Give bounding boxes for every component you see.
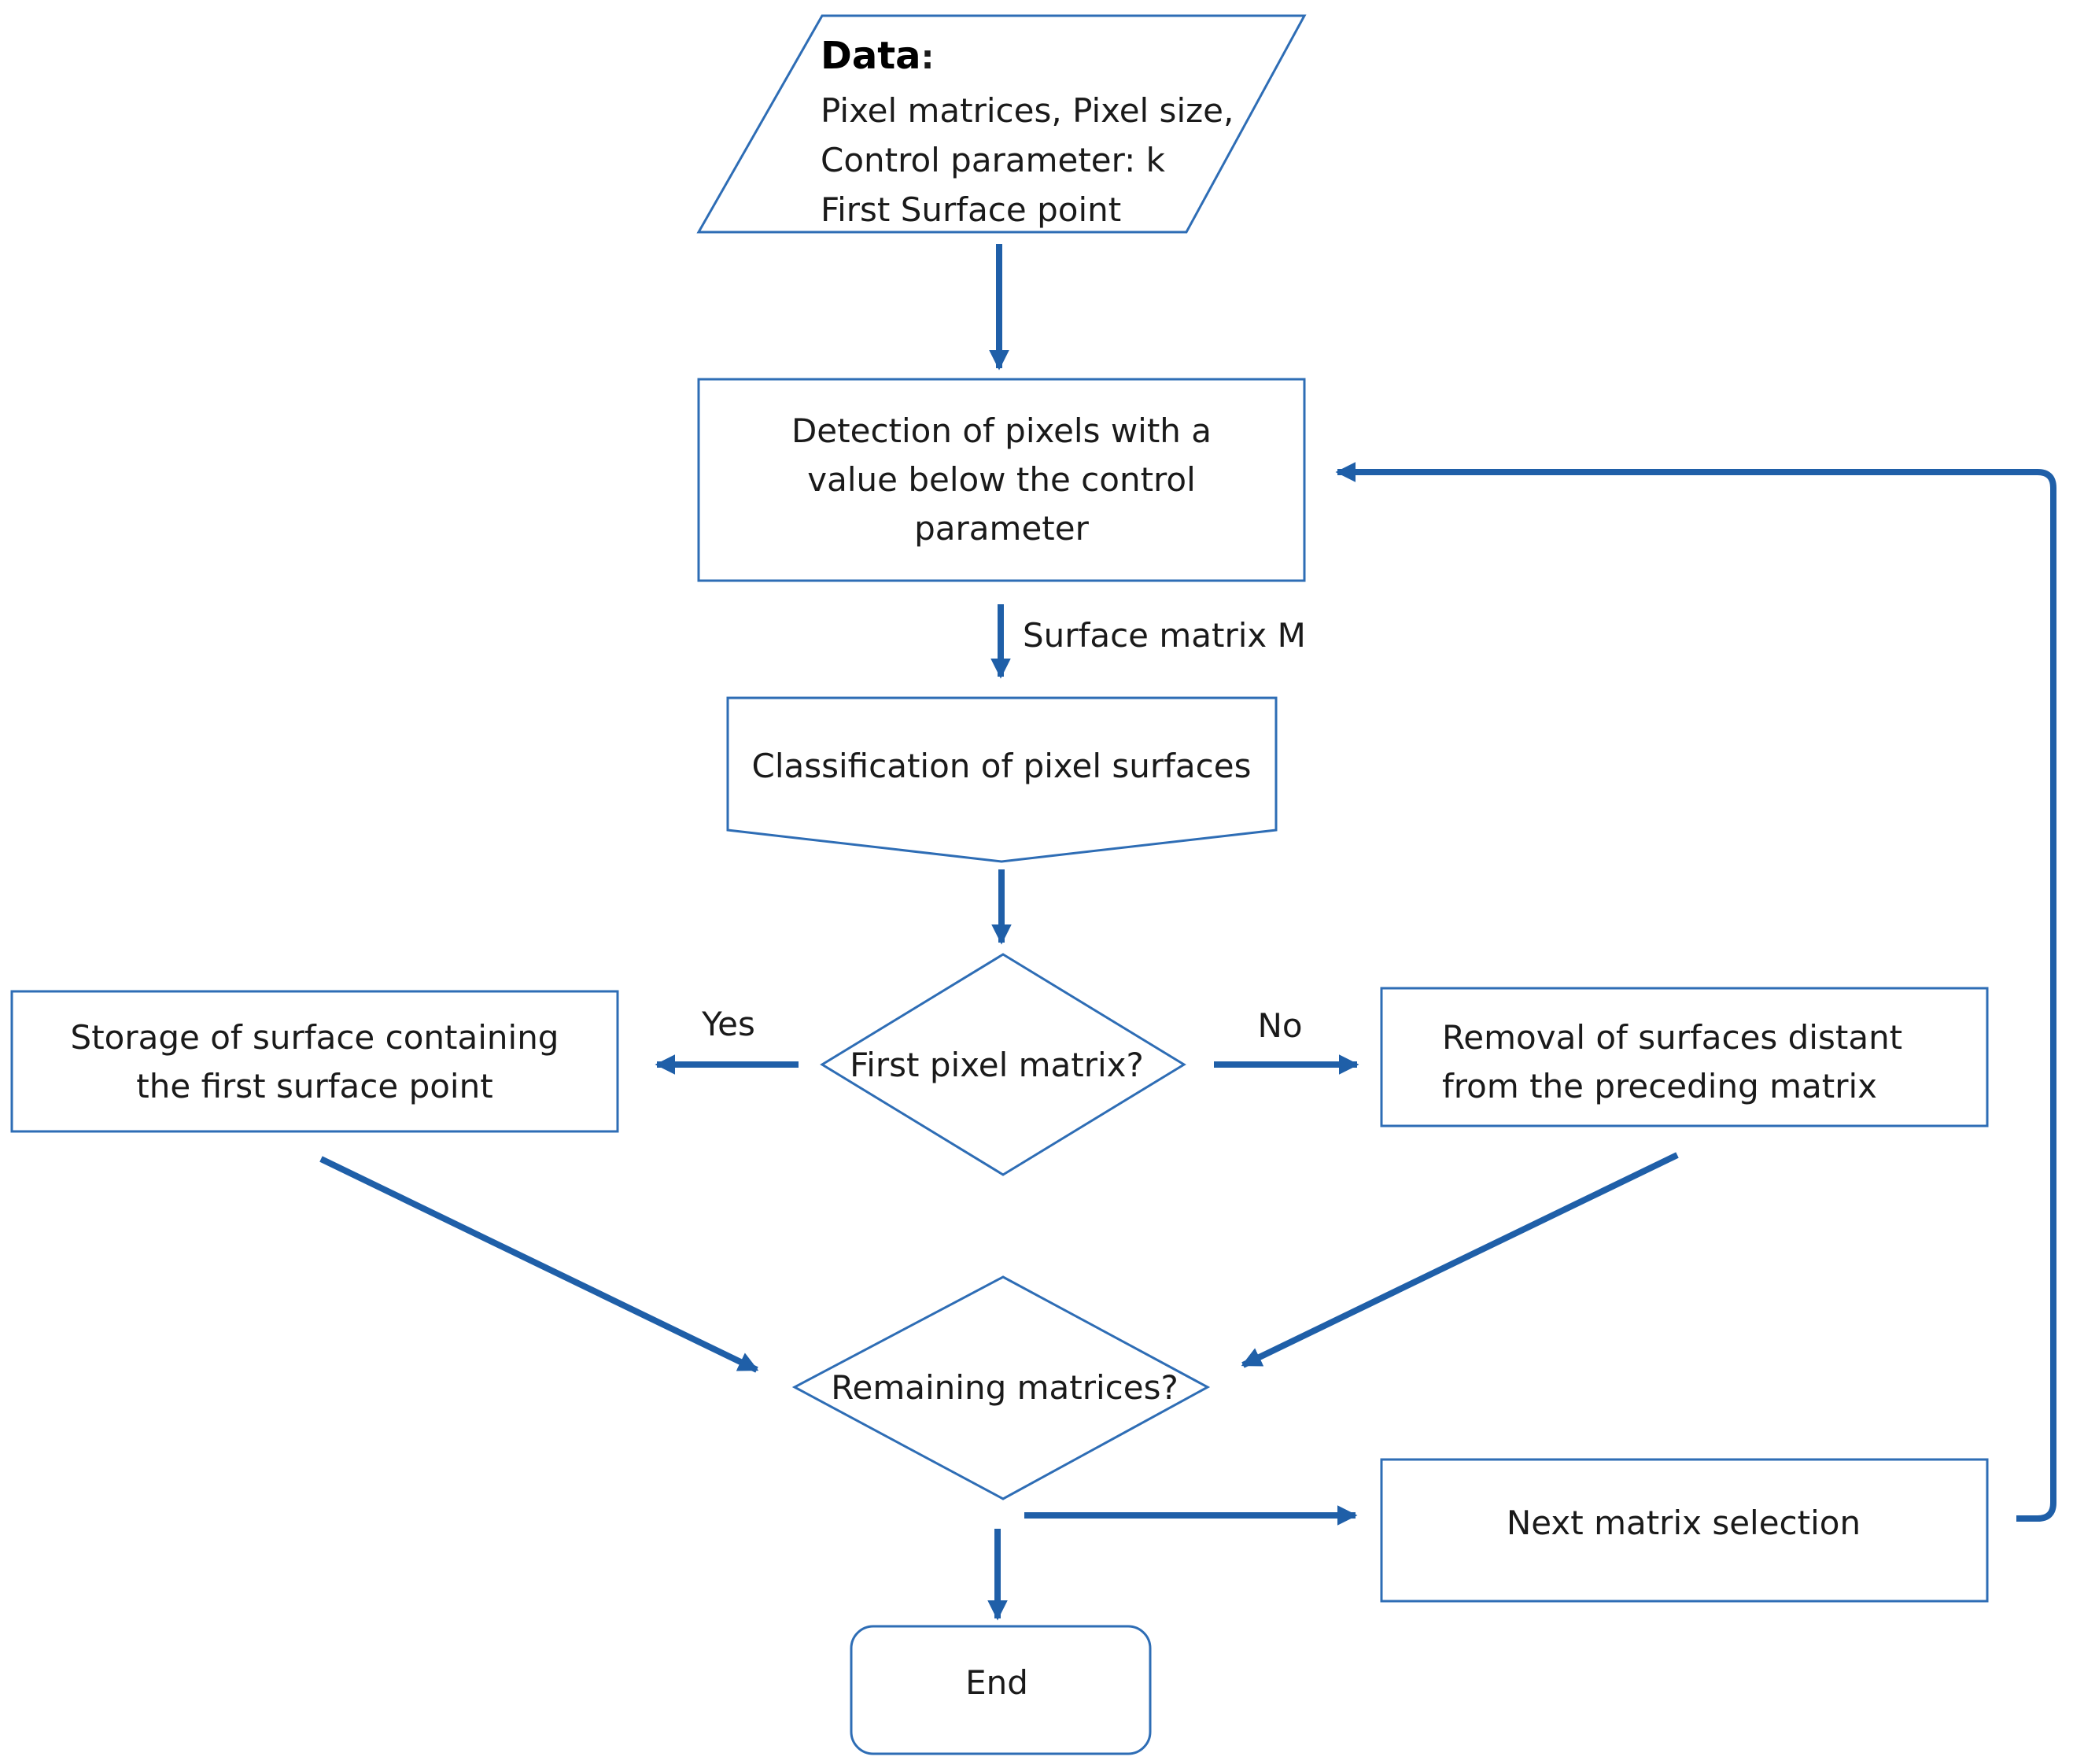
remaining-label: Remaining matrices?: [831, 1368, 1179, 1407]
data-title-colon: :: [921, 38, 935, 76]
data-input-parallelogram: [696, 14, 1307, 234]
detection-line-1: Detection of pixels with a: [791, 411, 1212, 450]
arrow-removal-to-remaining: [1241, 1152, 1679, 1368]
first-matrix-label: First pixel matrix?: [850, 1046, 1144, 1084]
storage-line-2: the first surface point: [136, 1067, 492, 1105]
storage-process-box: [10, 990, 619, 1133]
data-title-word: Data: [821, 34, 921, 78]
storage-line-1: Storage of surface containing: [71, 1018, 559, 1057]
classification-label: Classification of pixel surfaces: [752, 747, 1252, 785]
end-label: End: [965, 1663, 1028, 1702]
removal-line-1: Removal of surfaces distant: [1442, 1018, 1902, 1057]
edge-label-surface-matrix: Surface matrix M: [1023, 616, 1306, 655]
detection-process-box: [697, 378, 1306, 582]
arrow-storage-to-remaining: [319, 1156, 759, 1373]
data-line-3: First Surface point: [821, 190, 1121, 229]
detection-line-3: parameter: [914, 509, 1089, 548]
next-matrix-label: Next matrix selection: [1507, 1504, 1861, 1542]
end-terminator: [850, 1625, 1152, 1755]
data-line-2: Control parameter: k: [821, 141, 1166, 179]
removal-process-box: [1380, 987, 1989, 1127]
data-title: Data:: [821, 34, 934, 78]
detection-line-2: value below the control: [807, 460, 1196, 499]
edge-label-yes: Yes: [701, 1005, 755, 1043]
next-matrix-process-box: [1380, 1458, 1989, 1603]
classification-offpage-box: [726, 696, 1278, 863]
arrow-loop-next-to-detection: [1335, 462, 2056, 1522]
removal-line-2: from the preceding matrix: [1442, 1067, 1877, 1105]
data-line-1: Pixel matrices, Pixel size,: [821, 91, 1234, 130]
edge-label-no: No: [1257, 1006, 1302, 1045]
first-matrix-decision-diamond: [820, 953, 1186, 1176]
remaining-matrices-decision-diamond: [791, 1275, 1211, 1500]
